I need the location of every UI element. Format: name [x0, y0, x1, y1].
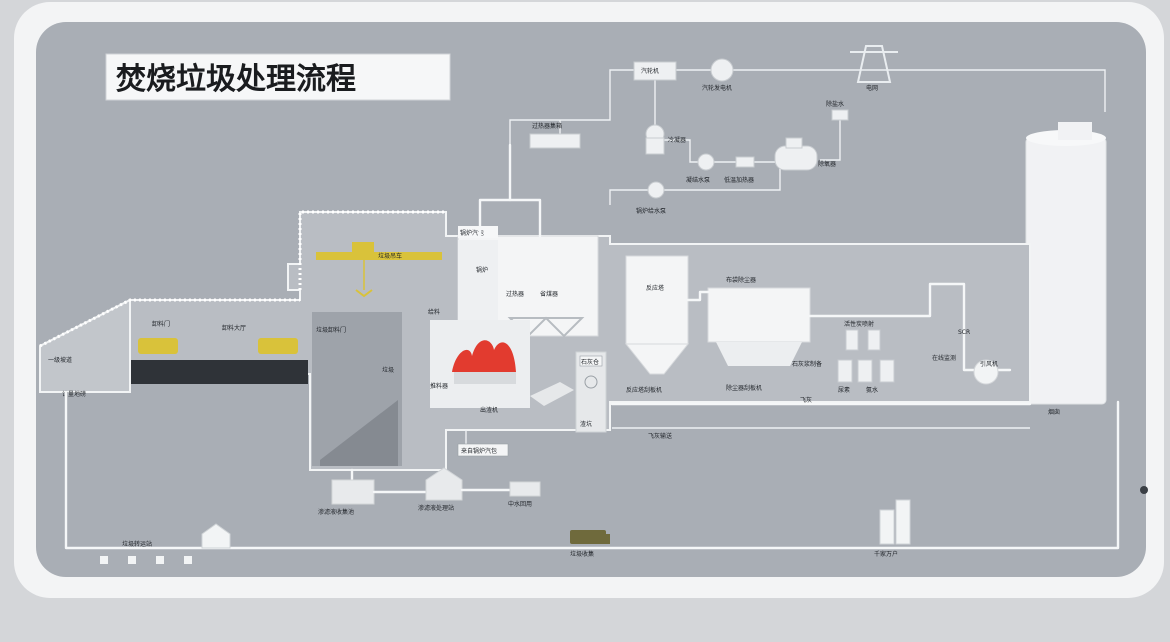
flame-icon — [452, 340, 516, 372]
unload-door-label: 垃圾卸料门 — [316, 326, 346, 334]
power-grid-tower: 电网 — [850, 45, 898, 92]
slag-machine-label: 出渣机 — [480, 406, 498, 414]
dust-scraper-label: 除尘器刮板机 — [726, 384, 762, 392]
condensate-pump-label: 凝结水泵 — [686, 176, 710, 184]
feed-pump-label: 锅炉给水泵 — [636, 207, 666, 215]
leachate-plant-label: 渗滤液处理站 — [418, 504, 454, 512]
leachate-pool-label: 渗滤液收集池 — [318, 508, 354, 516]
ash-conv-label: 飞灰输送 — [648, 432, 672, 440]
furnace: 推料器 给料 出渣机 — [428, 308, 574, 414]
households-label: 千家万户 — [874, 550, 898, 558]
makeup-water: 除盐水 — [826, 100, 849, 121]
carbon-label: 活性炭喷射 — [844, 320, 874, 328]
pusher-label: 推料器 — [430, 382, 448, 390]
garbage-crane: 垃圾吊车 — [316, 242, 442, 298]
collection-label: 垃圾收集 — [570, 550, 594, 558]
reactor-label: 反应塔 — [646, 284, 664, 292]
scr-label: SCR — [958, 329, 970, 336]
households: 千家万户 — [874, 499, 911, 558]
steam-in-tag: 来自锅炉汽包 — [457, 443, 509, 457]
superheater-header: 过热器集箱 — [529, 122, 581, 149]
economizer-label: 省煤器 — [540, 290, 558, 298]
truck-label: 卸料门 — [152, 320, 170, 328]
lime-silo: 石灰仓 渣坑 — [575, 351, 607, 433]
reactor-scraper-label: 反应塔刮板机 — [626, 386, 662, 394]
lime-label: 石灰浆制备 — [792, 360, 822, 368]
induced-fan: 引风机 — [973, 359, 999, 385]
drum-label: 锅炉汽包 — [460, 229, 484, 237]
crane-room-lights — [298, 210, 446, 290]
reclaimed-water-tank — [509, 481, 541, 497]
steam-in-label: 来自锅炉汽包 — [461, 447, 497, 455]
generator-label: 汽轮发电机 — [702, 84, 732, 92]
ramp-label: 一级坡道 — [48, 356, 72, 364]
pit-label: 垃圾 — [382, 366, 394, 374]
title-plaque: 焚烧垃圾处理流程 — [105, 53, 451, 101]
superheater-header-label: 过热器集箱 — [532, 122, 562, 130]
weighbridge-label: 计量地磅 — [62, 390, 86, 398]
urea-label: 尿素 — [838, 386, 850, 394]
collection-station-label: 垃圾转运站 — [122, 540, 152, 548]
ash-label: 飞灰 — [800, 396, 812, 404]
dump-truck-1 — [138, 338, 178, 354]
hall-label: 卸料大厅 — [222, 324, 246, 332]
leachate-pool — [331, 479, 375, 505]
slag-pit-label: 渣坑 — [580, 420, 592, 428]
ramp-lights — [39, 298, 300, 348]
garbage-pit: 垃圾 — [312, 312, 402, 466]
unloading-hall: 卸料大厅 垃圾卸料门 卸料门 一级坡道 计量地磅 — [48, 320, 346, 398]
chimney: 烟囱 — [1025, 122, 1107, 416]
boiler-label: 锅炉 — [476, 266, 488, 274]
reaction-tower: 反应塔 反应塔刮板机 — [624, 255, 690, 394]
wall-socket-icon — [1140, 486, 1148, 494]
fan-label: 引风机 — [980, 360, 998, 368]
deaerator-label: 除氧器 — [818, 160, 836, 168]
baghouse-label: 布袋除尘器 — [726, 276, 756, 284]
chemical-dosing: 石灰浆制备 活性炭喷射 氨水 尿素 — [792, 320, 895, 394]
ramp-entrance — [39, 298, 131, 393]
ammonia-label: 氨水 — [866, 386, 878, 394]
duct-to-chimney — [808, 282, 1012, 372]
generator: 汽轮发电机 — [702, 58, 734, 92]
grid-label: 电网 — [866, 84, 878, 92]
boiler: 锅炉 过热器 省煤器 锅炉汽包 — [457, 226, 599, 338]
feed-pump: 锅炉给水泵 — [636, 181, 666, 215]
feeder-label: 给料 — [428, 308, 440, 316]
collection-station: 垃圾转运站 — [100, 523, 231, 564]
page-title: 焚烧垃圾处理流程 — [116, 62, 356, 97]
superheater-label: 过热器 — [506, 290, 524, 298]
ramp-tunnel — [130, 360, 308, 384]
turbine: 汽轮机 — [633, 61, 677, 81]
leachate-system: 渗滤液收集池 渗滤液处理站 中水回用 — [318, 467, 541, 516]
crane-label: 垃圾吊车 — [378, 252, 402, 260]
cems-label: 在线监测 — [932, 354, 956, 362]
chimney-label: 烟囱 — [1048, 408, 1060, 416]
condensate-pump: 凝结水泵 — [686, 153, 715, 184]
baghouse-filter: 布袋除尘器 除尘器刮板机 — [707, 276, 811, 392]
dump-truck-2 — [258, 338, 298, 354]
lp-heater: 低温加热器 — [724, 156, 755, 184]
duct-reactor-baghouse — [686, 290, 710, 302]
deaerator: 除氧器 — [774, 137, 836, 171]
collection-route — [64, 390, 1120, 550]
lime-silo-label: 石灰仓 — [581, 358, 599, 366]
condenser-label: 冷凝器 — [668, 136, 686, 144]
turbine-label: 汽轮机 — [641, 67, 659, 75]
garbage-truck: 垃圾收集 — [570, 530, 610, 558]
makeup-water-label: 除盐水 — [826, 100, 844, 108]
lp-heater-label: 低温加热器 — [724, 176, 754, 184]
reclaimed-water-label: 中水回用 — [508, 500, 532, 508]
condenser: 冷凝器 — [645, 124, 686, 155]
